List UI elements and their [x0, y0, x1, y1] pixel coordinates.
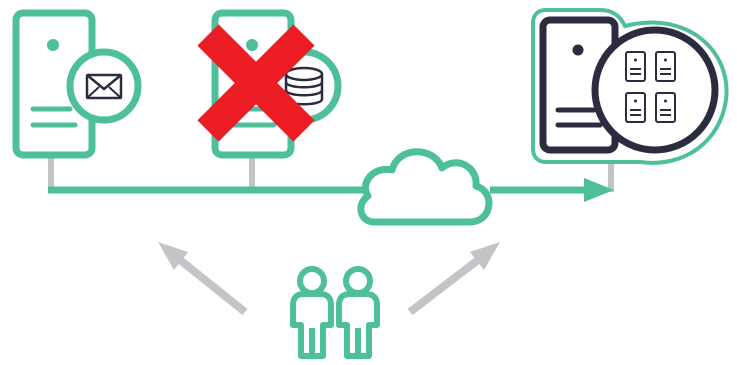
cloud-icon — [357, 148, 493, 226]
mini-server — [655, 92, 676, 123]
mail-badge — [66, 48, 142, 124]
red-x-icon — [197, 24, 315, 142]
mail-server — [12, 9, 142, 159]
user-figure-right — [336, 266, 380, 359]
server-rack-icon — [625, 51, 676, 123]
server-connectors — [48, 155, 614, 192]
cloud-cluster-led — [572, 44, 584, 56]
users-icon — [290, 266, 380, 359]
database-server-led — [246, 39, 258, 51]
mini-server — [625, 51, 646, 82]
envelope-icon — [85, 73, 123, 100]
mini-server — [655, 51, 676, 82]
user-figure-left — [290, 266, 334, 359]
user-access-arrows — [158, 242, 500, 316]
cloud-server-cluster — [531, 8, 729, 165]
mini-server — [625, 92, 646, 123]
mail-server-led — [47, 39, 59, 51]
arrow-left — [158, 242, 248, 316]
arrow-right — [407, 242, 500, 316]
server-rack-badge — [591, 26, 719, 154]
database-server — [197, 9, 342, 159]
network-arrowhead — [584, 178, 614, 202]
